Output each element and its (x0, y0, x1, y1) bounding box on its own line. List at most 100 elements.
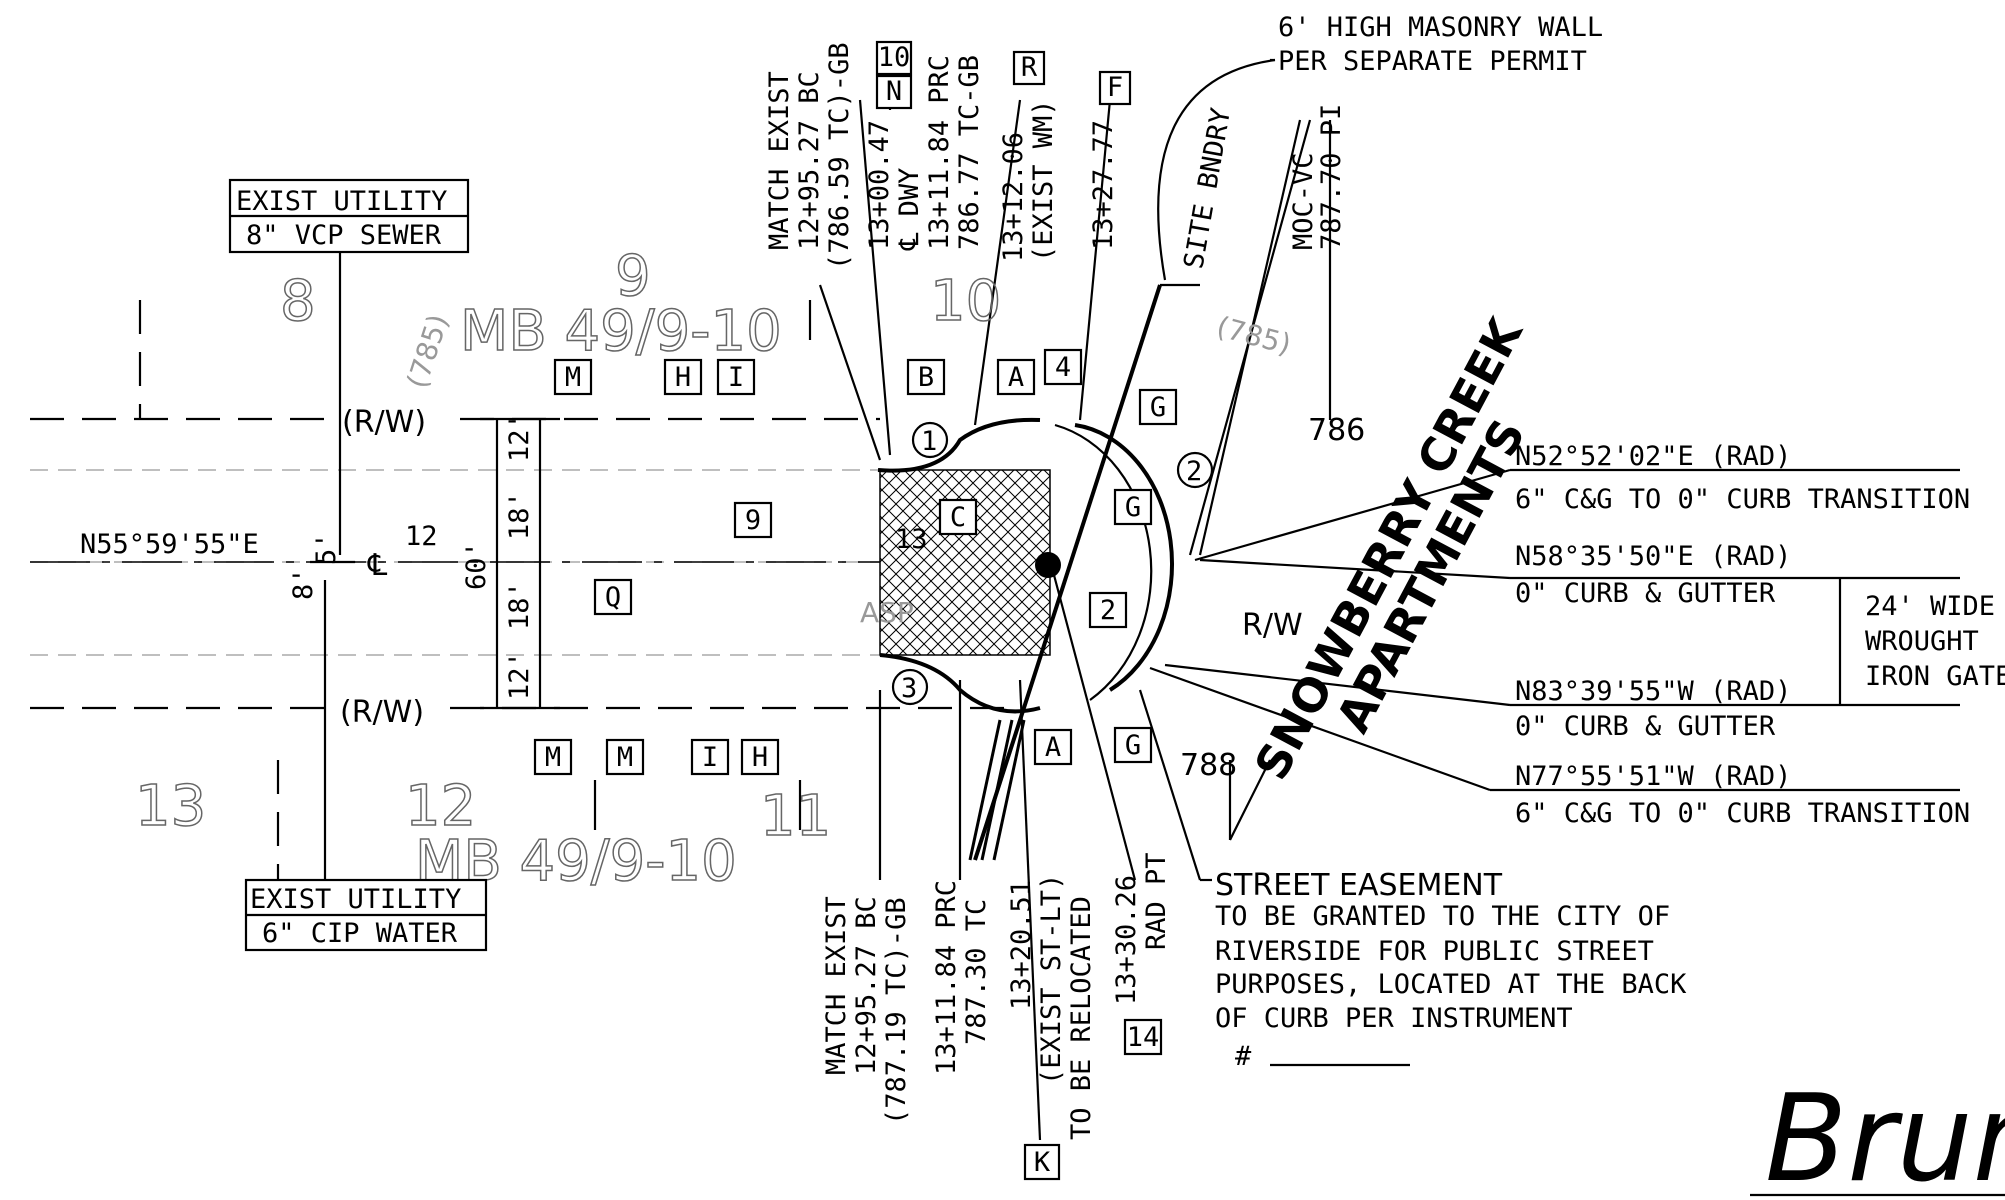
centerline-symbol: ℄ (367, 548, 387, 583)
easement-line-4: OF CURB PER INSTRUMENT (1215, 1003, 1573, 1034)
tag-m3: M (617, 742, 633, 773)
rad-2a: N58°35'50"E (RAD) (1515, 541, 1791, 572)
tag-c: C (950, 502, 966, 533)
tag-n4: 4 (1055, 352, 1071, 383)
lot-11: 11 (760, 784, 831, 849)
tag-box-k (1023, 1143, 1061, 1181)
lot-lines (593, 300, 812, 830)
apartment-name-1: SNOWBERRY CREEK (1244, 308, 1534, 789)
dim-18a: 18' (504, 491, 535, 540)
tag-n2: 2 (1100, 595, 1116, 626)
elev-788: 788 (1180, 748, 1237, 783)
match-bot-3: (787.19 TC)-GB (881, 897, 912, 1125)
prc-bottom: 13+11.84 PRC (931, 880, 962, 1075)
wall-note-1: 6' HIGH MASONRY WALL (1278, 12, 1603, 43)
tag-m1: M (565, 362, 581, 393)
tag-i1: I (728, 362, 744, 393)
rad-pt-1: 13+30.26 (1111, 875, 1142, 1005)
tag-g2: G (1125, 492, 1141, 523)
sta-1320: 13+20.51 (1006, 880, 1037, 1010)
easement-line-5: # (1235, 1041, 1252, 1072)
match-bot-2: 12+95.27 BC (851, 896, 882, 1075)
moc-1: MOC-VC (1288, 152, 1319, 250)
rad-1b: 6" C&G TO 0" CURB TRANSITION (1515, 484, 1970, 515)
brand-logo: Brun (1750, 1070, 2005, 1200)
prc-top-1: 13+11.84 PRC (924, 55, 955, 250)
rw-bottom-label: (R/W) (340, 695, 424, 730)
elev-786: 786 (1308, 413, 1365, 448)
match-top-1: MATCH EXIST (764, 71, 795, 250)
tag-box-m2 (533, 738, 573, 776)
tag-box-q (593, 578, 633, 616)
site-boundary-label: SITE BNDRY (1178, 106, 1237, 271)
water-line-1: EXIST UTILITY (250, 884, 461, 915)
tag-box-m1 (553, 358, 593, 396)
wm-1: 13+12.06 (998, 132, 1029, 262)
dim-12a: 12' (504, 413, 535, 462)
brand-text: Brun (1765, 1070, 2005, 1200)
match-top-3: (786.59 TC)-GB (824, 42, 855, 270)
asp-label: ASP (860, 596, 914, 629)
tag-i2: I (702, 742, 718, 773)
tag-box-i2 (690, 738, 730, 776)
tag-box-n2 (1088, 591, 1128, 629)
radial-notes: N52°52'02"E (RAD) 6" C&G TO 0" CURB TRAN… (1515, 441, 2005, 829)
sewer-line-2: 8" VCP SEWER (246, 220, 442, 251)
rad-3b: 0" CURB & GUTTER (1515, 711, 1776, 742)
dim-12b: 12' (504, 651, 535, 700)
tag-f: F (1107, 72, 1123, 103)
wall-note-2: PER SEPARATE PERMIT (1278, 46, 1587, 77)
tag-h2: H (752, 742, 768, 773)
tag-b: B (918, 362, 934, 393)
circle-3: 3 (901, 673, 917, 704)
tag-box-m3 (605, 738, 645, 776)
tag-a1: A (1008, 362, 1024, 393)
moc-2: 787.70 PI (1316, 104, 1347, 250)
circle-2: 2 (1186, 456, 1202, 487)
tag-box-a1 (996, 358, 1036, 396)
tag-g3: G (1125, 730, 1141, 761)
tag-box-c (938, 498, 978, 536)
bearing-main: N55°59'55"E (80, 529, 259, 560)
dim-60: 60' (461, 541, 492, 590)
tag-box-i1 (716, 358, 756, 396)
tag-box-n14 (1123, 1018, 1163, 1056)
dim-18b: 18' (504, 581, 535, 630)
numbered-circles: 1 2 3 (891, 421, 1214, 706)
exist-sewer-box: EXIST UTILITY 8" VCP SEWER (228, 178, 470, 254)
tag-box-h1 (663, 358, 703, 396)
tag-q: Q (605, 582, 621, 613)
driveway-curbs (877, 417, 1175, 714)
elev-785a: (785) (400, 310, 455, 392)
tag-box-a2 (1033, 728, 1073, 766)
dim-12c: 12 (405, 521, 438, 552)
tag-g1: G (1150, 392, 1166, 423)
lot-10: 10 (930, 269, 1001, 334)
sta-1327: 13+27.77 (1088, 120, 1119, 250)
bottom-station-labels: MATCH EXIST 12+95.27 BC (787.19 TC)-GB 1… (821, 748, 1237, 1140)
lot-13: 13 (135, 774, 206, 839)
tc-bottom: 787.30 TC (961, 899, 992, 1045)
sta-1300: 13+00.47 (864, 120, 895, 250)
wm-2: (EXIST WM) (1028, 99, 1059, 262)
rw-right-label: R/W (1242, 608, 1303, 643)
easement-line-1: TO BE GRANTED TO THE CITY OF (1215, 901, 1670, 932)
easement-title: STREET EASEMENT (1215, 868, 1503, 903)
rad-4a: N77°55'51"W (RAD) (1515, 761, 1791, 792)
tag-m2: M (545, 742, 561, 773)
tag-box-g3 (1113, 726, 1153, 764)
cl-dwy: ℄ DWY (894, 168, 925, 251)
tag-box-g2 (1113, 488, 1153, 526)
match-bot-1: MATCH EXIST (821, 896, 852, 1075)
dim-8: 8' (288, 567, 319, 600)
mb-top: MB 49/9-10 (460, 299, 782, 364)
tag-box-g1 (1138, 388, 1178, 426)
stlt-2: TO BE RELOCATED (1066, 896, 1097, 1140)
tag-box-n10 (875, 40, 913, 76)
dimension-lines (480, 417, 1842, 710)
rad-2b: 0" CURB & GUTTER (1515, 578, 1776, 609)
tag-box-n (875, 74, 913, 110)
rad-3a: N83°39'55"W (RAD) (1515, 676, 1791, 707)
